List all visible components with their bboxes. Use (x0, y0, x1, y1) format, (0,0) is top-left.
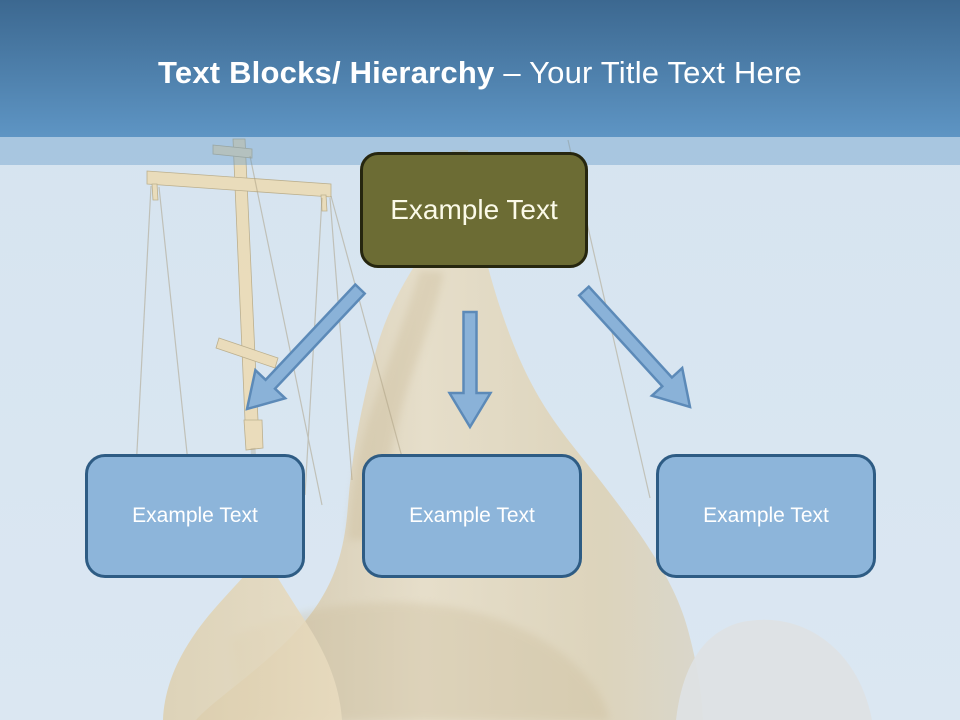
slide-header: Text Blocks/ Hierarchy – Your Title Text… (0, 0, 960, 137)
child-text-block-3[interactable]: Example Text (656, 454, 876, 578)
slide-title-regular: – Your Title Text Here (503, 54, 802, 90)
main-onion-dome (196, 150, 703, 720)
connector-arrow-1 (245, 282, 367, 411)
guy-wire (158, 186, 190, 473)
guy-wire (329, 197, 353, 481)
child-text-block-2-label: Example Text (409, 503, 535, 527)
cross-top-bar (212, 144, 253, 159)
distant-building (676, 619, 872, 720)
cross-fitting-left (151, 183, 159, 201)
guy-wire (249, 155, 323, 506)
pole-base (243, 419, 264, 451)
child-text-block-1[interactable]: Example Text (85, 454, 305, 578)
small-dome (163, 552, 342, 720)
slide-title[interactable]: Text Blocks/ Hierarchy – Your Title Text… (158, 47, 802, 91)
slide-title-bold: Text Blocks/ Hierarchy (158, 54, 495, 90)
child-text-block-3-label: Example Text (703, 503, 829, 527)
connector-arrow-3 (577, 284, 692, 409)
root-text-block[interactable]: Example Text (360, 152, 588, 268)
child-text-block-2[interactable]: Example Text (362, 454, 582, 578)
connector-arrow-2 (447, 310, 493, 430)
guy-wire (330, 195, 416, 506)
child-text-block-1-label: Example Text (132, 503, 258, 527)
guy-wire (135, 185, 152, 471)
root-text-block-label: Example Text (390, 193, 558, 225)
